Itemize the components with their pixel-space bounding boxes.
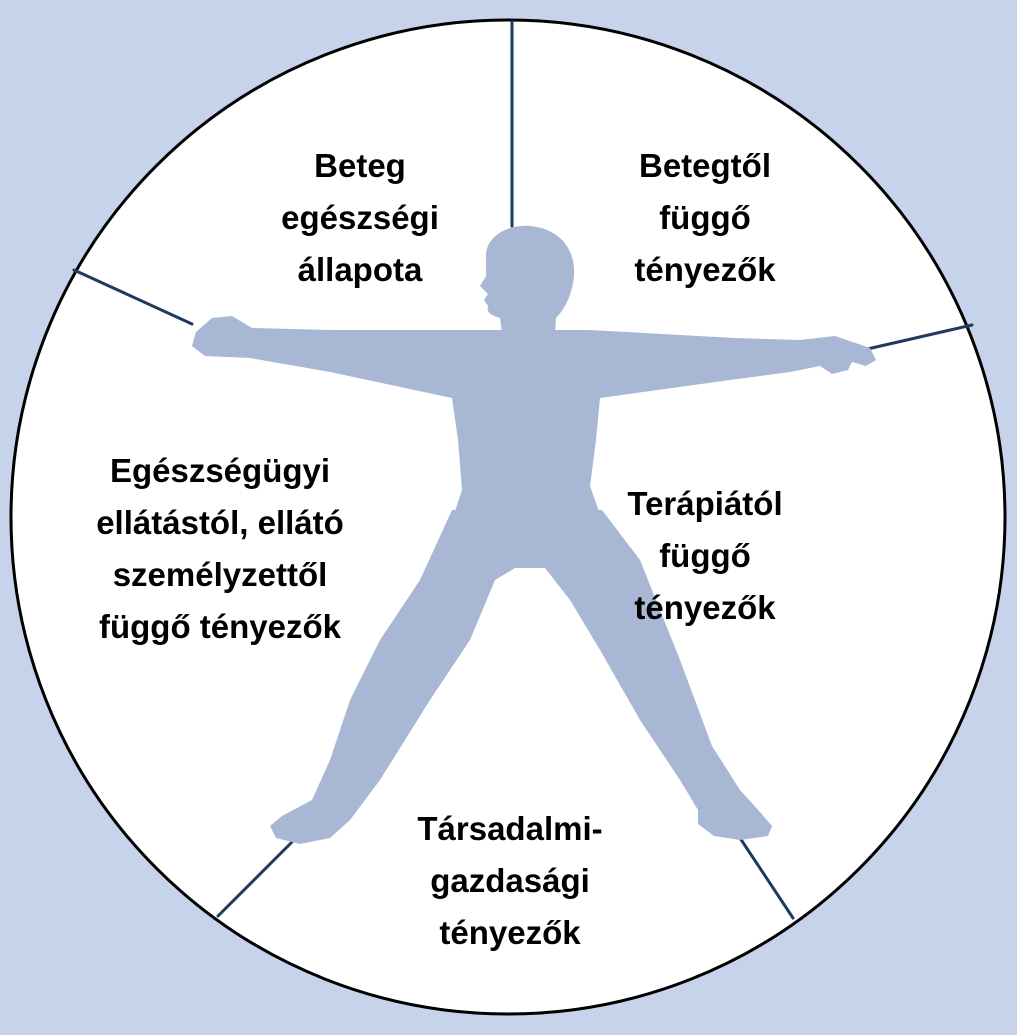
- label-healthcare-factors: Egészségügyi ellátástól, ellátó személyz…: [40, 445, 400, 653]
- label-patient-health-status: Beteg egészségi állapota: [200, 140, 520, 296]
- label-patient-factors: Betegtől függő tényezők: [545, 140, 865, 296]
- figure-legs: [270, 510, 772, 844]
- label-line: személyzettől: [112, 556, 328, 593]
- label-line: egészségi: [281, 199, 439, 236]
- human-figure: [192, 225, 876, 844]
- label-therapy-factors: Terápiától függő tényezők: [555, 478, 855, 634]
- label-line: Beteg: [314, 147, 406, 184]
- label-line: Terápiától: [627, 485, 783, 522]
- figure-torso-arms: [192, 316, 876, 524]
- segment-dividers: [72, 20, 974, 920]
- divider-bottom-left: [216, 840, 294, 918]
- label-line: állapota: [297, 251, 423, 288]
- label-line: Betegtől: [639, 147, 771, 184]
- label-line: tényezők: [634, 589, 776, 626]
- label-line: Társadalmi-: [417, 810, 603, 847]
- label-line: Egészségügyi: [109, 452, 331, 489]
- label-line: függő: [659, 537, 751, 574]
- label-line: függő tényezők: [98, 608, 341, 645]
- label-line: tényezők: [439, 914, 581, 951]
- label-socioeconomic-factors: Társadalmi- gazdasági tényezők: [350, 803, 670, 959]
- label-line: gazdasági: [430, 862, 590, 899]
- label-line: függő: [659, 199, 751, 236]
- divider-left: [72, 268, 194, 326]
- divider-right: [861, 323, 974, 352]
- label-line: ellátástól, ellátó: [96, 504, 344, 541]
- divider-bottom-right: [738, 836, 795, 920]
- label-line: tényezők: [634, 251, 776, 288]
- figure-head: [480, 225, 575, 332]
